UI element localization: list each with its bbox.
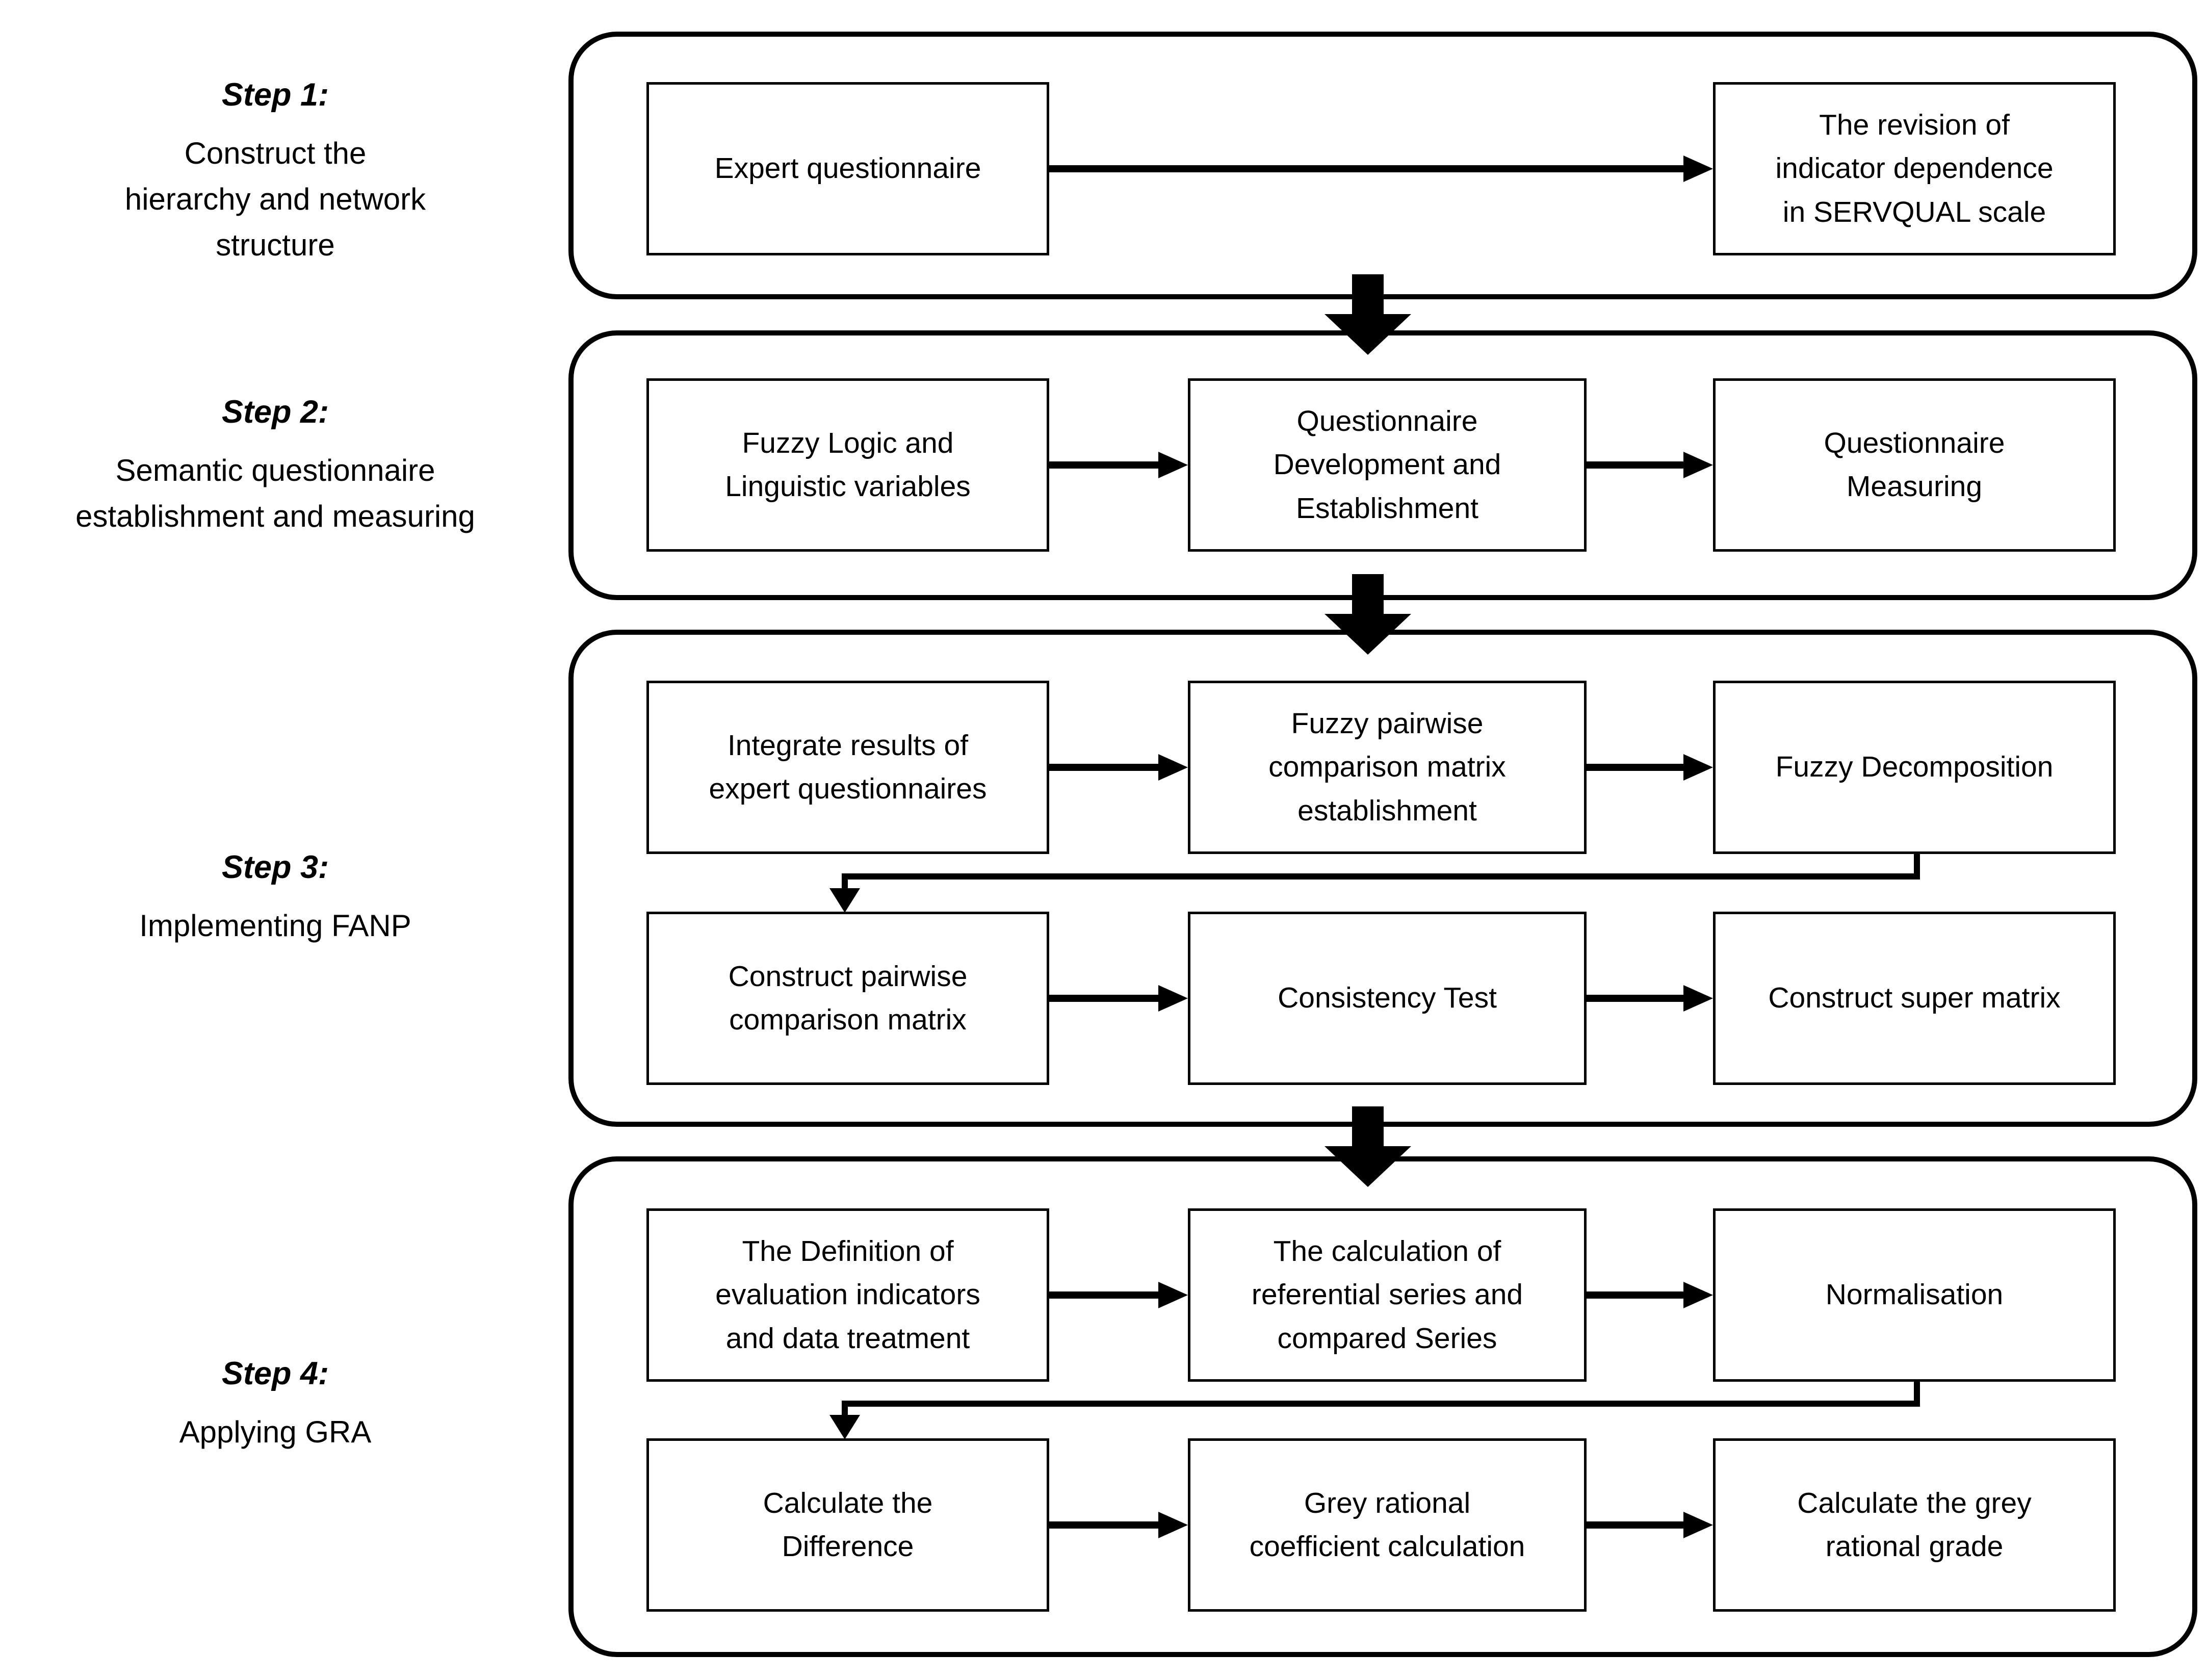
arrow-right-icon (1587, 985, 1713, 1012)
box-consistency-test: Consistency Test (1188, 912, 1587, 1085)
step-1-label: Step 1: Construct the hierarchy and netw… (0, 76, 551, 268)
elbow-connector (1914, 1382, 1920, 1404)
step-1-subtitle: Construct the hierarchy and network stru… (124, 136, 426, 262)
step-3-subtitle: Implementing FANP (139, 909, 411, 943)
step-4-subtitle: Applying GRA (179, 1415, 372, 1449)
box-fuzzy-decomposition: Fuzzy Decomposition (1713, 681, 2116, 854)
step-3-panel: Integrate results of expert questionnair… (568, 630, 2197, 1127)
box-definition-evaluation-indicators: The Definition of evaluation indicators … (646, 1208, 1049, 1382)
arrow-right-icon (1587, 754, 1713, 781)
step-2-label: Step 2: Semantic questionnaire establish… (0, 394, 551, 539)
step-4-panel: The Definition of evaluation indicators … (568, 1156, 2197, 1657)
box-calculate-difference: Calculate the Difference (646, 1438, 1049, 1612)
box-fuzzy-pairwise-matrix: Fuzzy pairwise comparison matrix establi… (1188, 681, 1587, 854)
step-2-panel: Fuzzy Logic and Linguistic variables Que… (568, 330, 2197, 600)
box-normalisation: Normalisation (1713, 1208, 2116, 1382)
arrow-down-icon (1325, 1106, 1411, 1187)
elbow-connector (842, 1407, 848, 1417)
box-questionnaire-development: Questionnaire Development and Establishm… (1188, 378, 1587, 552)
box-fuzzy-logic-linguistic-variables: Fuzzy Logic and Linguistic variables (646, 378, 1049, 552)
box-construct-super-matrix: Construct super matrix (1713, 912, 2116, 1085)
arrow-right-icon (1587, 1512, 1713, 1538)
elbow-connector (842, 873, 1920, 880)
arrow-down-icon (1325, 574, 1411, 655)
arrow-right-icon (1049, 1512, 1188, 1538)
arrow-right-icon (1049, 452, 1188, 478)
step-4-label: Step 4: Applying GRA (0, 1355, 551, 1455)
box-referential-series-calculation: The calculation of referential series an… (1188, 1208, 1587, 1382)
arrow-right-icon (1049, 754, 1188, 781)
box-revision-indicator-dependence: The revision of indicator dependence in … (1713, 82, 2116, 255)
box-construct-pairwise-matrix: Construct pairwise comparison matrix (646, 912, 1049, 1085)
box-grey-rational-coefficient: Grey rational coefficient calculation (1188, 1438, 1587, 1612)
elbow-connector (1914, 854, 1920, 876)
arrow-right-icon (1049, 985, 1188, 1012)
box-expert-questionnaire: Expert questionnaire (646, 82, 1049, 255)
box-calculate-grey-rational-grade: Calculate the grey rational grade (1713, 1438, 2116, 1612)
step-1-title: Step 1: (221, 77, 329, 113)
arrow-down-icon (829, 1415, 860, 1439)
step-2-subtitle: Semantic questionnaire establishment and… (75, 453, 475, 533)
arrow-down-icon (1325, 274, 1411, 355)
arrow-right-icon (1049, 156, 1713, 182)
step-2-title: Step 2: (221, 394, 329, 430)
elbow-connector (842, 1401, 1920, 1407)
step-3-label: Step 3: Implementing FANP (0, 849, 551, 949)
box-questionnaire-measuring: Questionnaire Measuring (1713, 378, 2116, 552)
arrow-right-icon (1587, 1282, 1713, 1308)
arrow-right-icon (1049, 1282, 1188, 1308)
step-1-panel: Expert questionnaire The revision of ind… (568, 32, 2197, 299)
box-integrate-expert-results: Integrate results of expert questionnair… (646, 681, 1049, 854)
step-3-title: Step 3: (221, 849, 329, 885)
arrow-right-icon (1587, 452, 1713, 478)
step-4-title: Step 4: (221, 1356, 329, 1391)
arrow-down-icon (829, 888, 860, 913)
